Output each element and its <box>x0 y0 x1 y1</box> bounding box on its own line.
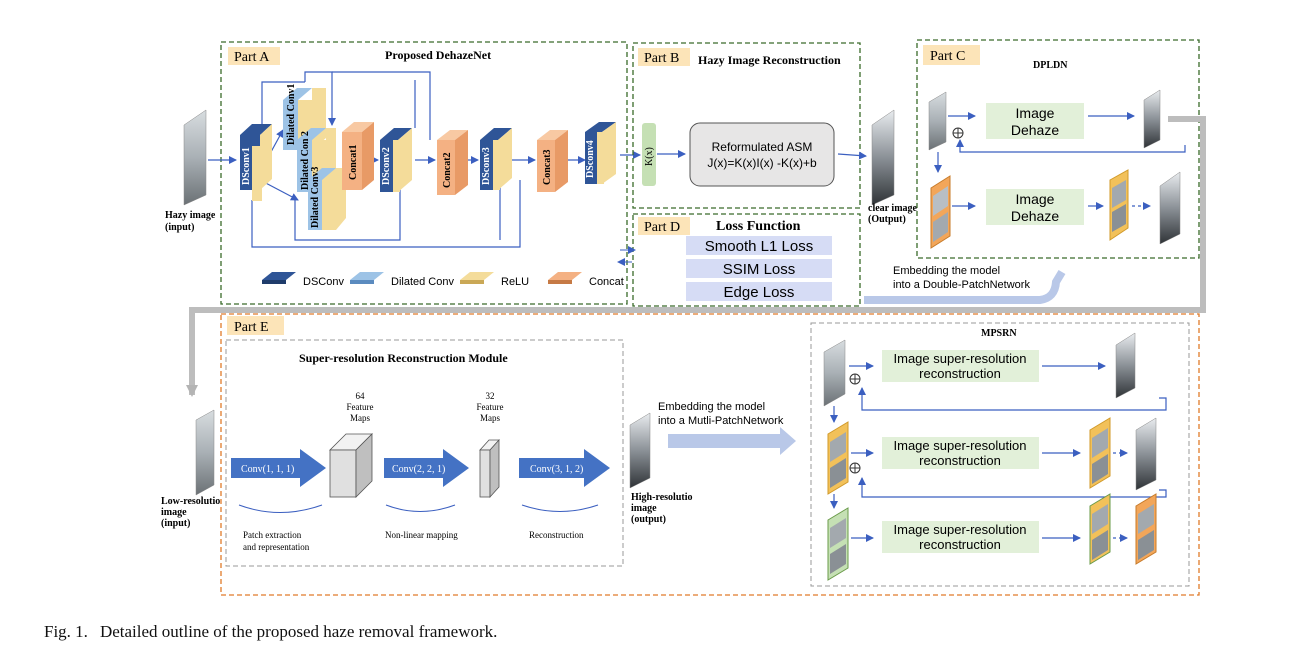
part-c: Part C DPLDN Image Dehaze Image Dehaze <box>916 39 1200 259</box>
maps2-feature: Feature <box>477 402 504 412</box>
kx-label: K(x) <box>644 147 655 166</box>
loss-edge: Edge Loss <box>724 284 795 301</box>
dehaze1-line2: Dehaze <box>1011 122 1059 138</box>
embedding-double: Embedding the model into a Double-PatchN… <box>864 265 1066 304</box>
legend-dilated: Dilated Conv <box>391 276 454 288</box>
legend-concat: Concat <box>589 276 624 288</box>
mpsrn-title: MPSRN <box>981 328 1017 339</box>
dsconv3-block: DSconv3 <box>480 128 512 190</box>
part-d-title: Loss Function <box>716 219 801 234</box>
dsconv2-block: DSconv2 <box>380 128 412 192</box>
maps2-maps: Maps <box>480 413 500 423</box>
stage1-line1: Patch extraction <box>243 530 302 540</box>
maps2-count: 32 <box>486 391 495 401</box>
hazy-input: Hazy image (input) <box>165 109 216 233</box>
figure-label: Fig. 1. <box>44 622 88 641</box>
dilated-conv3-label: Dilated Conv3 <box>310 167 321 228</box>
clear-label-2: (Output) <box>868 214 906 225</box>
dehaze2-line2: Dehaze <box>1011 208 1059 224</box>
concat3-label: Concat3 <box>542 149 553 185</box>
dilated-conv2-block: Dilated Con 2 <box>297 128 336 192</box>
part-c-title: DPLDN <box>1033 60 1068 71</box>
legend: DSConv Dilated Conv ReLU Concat <box>262 272 624 288</box>
stage1-line2: and representation <box>243 542 310 552</box>
clear-output: clear image (Output) <box>868 109 918 225</box>
hazy-label-1: Hazy image <box>165 210 216 221</box>
part-b-title: Hazy Image Reconstruction <box>698 53 841 67</box>
dilated-conv2-label: Dilated Con 2 <box>300 131 311 190</box>
maps1-feature: Feature <box>347 402 374 412</box>
sr3-line1: Image super-resolution <box>894 522 1027 537</box>
dsconv4-label: DSconv4 <box>585 140 596 178</box>
part-d-tag: Part D <box>644 220 680 235</box>
dsconv3-label: DSconv3 <box>481 147 492 185</box>
embedding-multi-line1: Embedding the model <box>658 401 765 413</box>
concat1-label: Concat1 <box>348 144 359 180</box>
legend-relu: ReLU <box>501 276 529 288</box>
part-d: Part D Loss Function Smooth L1 Loss SSIM… <box>617 213 861 307</box>
dsconv2-label: DSconv2 <box>381 147 392 185</box>
concat1-block: Concat1 <box>342 122 374 190</box>
part-e: Part E Super-resolution Reconstruction M… <box>220 313 1200 596</box>
highres-output: High-resolutio image (output) <box>629 412 692 525</box>
concat3-block: Concat3 <box>537 130 568 192</box>
part-a-title: Proposed DehazeNet <box>385 48 491 62</box>
dsconv4-block: DSconv4 <box>585 122 616 184</box>
part-a-tag: Part A <box>234 50 270 65</box>
highres-label-2: image <box>631 503 657 514</box>
sr3-line2: reconstruction <box>919 537 1001 552</box>
grey-connector <box>186 116 1206 397</box>
dehaze1-line1: Image <box>1016 105 1055 121</box>
sr2-line2: reconstruction <box>919 453 1001 468</box>
part-c-tag: Part C <box>930 49 965 64</box>
dsconv1-block: DSconv1 <box>240 124 272 201</box>
highres-label-3: (output) <box>631 514 666 525</box>
clear-label-1: clear image <box>868 203 918 214</box>
sr1-line1: Image super-resolution <box>894 351 1027 366</box>
embedding-double-line2: into a Double-PatchNetwork <box>893 279 1030 291</box>
figure-caption-text: Detailed outline of the proposed haze re… <box>99 622 498 641</box>
embedding-double-line1: Embedding the model <box>893 265 1000 277</box>
asm-line-2: J(x)=K(x)I(x) -K(x)+b <box>707 156 817 170</box>
sr-module-title: Super-resolution Reconstruction Module <box>299 351 508 365</box>
dehaze2-line1: Image <box>1016 191 1055 207</box>
hazy-label-2: (input) <box>165 222 194 233</box>
lowres-label-1: Low-resolutio <box>161 496 220 507</box>
highres-label-1: High-resolutio <box>631 492 692 503</box>
dehazenet-connections <box>208 71 641 248</box>
lowres-label-3: (input) <box>161 518 190 529</box>
legend-dsconv: DSConv <box>303 276 344 288</box>
loss-ssim: SSIM Loss <box>723 261 796 278</box>
stage2-label: Non-linear mapping <box>385 530 458 540</box>
asm-line-1: Reformulated ASM <box>712 140 813 154</box>
conv2-label: Conv(2, 2, 1) <box>392 464 445 475</box>
lowres-input: Low-resolutio image (input) <box>161 409 220 529</box>
part-b: Part B Hazy Image Reconstruction K(x) Re… <box>632 42 867 209</box>
stage3-label: Reconstruction <box>529 530 584 540</box>
figure-caption: Fig. 1. Detailed outline of the proposed … <box>44 622 497 642</box>
sr1-line2: reconstruction <box>919 366 1001 381</box>
lowres-label-2: image <box>161 507 187 518</box>
part-e-tag: Part E <box>234 320 269 335</box>
maps1-maps: Maps <box>350 413 370 423</box>
concat2-block: Concat2 <box>437 130 468 195</box>
dsconv1-label: DSconv1 <box>241 147 252 185</box>
embedding-multi-line2: into a Mutli-PatchNetwork <box>658 415 784 427</box>
conv3-label: Conv(3, 1, 2) <box>530 464 583 475</box>
conv1-label: Conv(1, 1, 1) <box>241 464 294 475</box>
maps1-count: 64 <box>356 391 366 401</box>
sr2-line1: Image super-resolution <box>894 438 1027 453</box>
part-a: Part A Proposed DehazeNet <box>208 41 641 305</box>
dilated-conv1-label: Dilated Conv1 <box>286 84 297 145</box>
concat2-label: Concat2 <box>442 152 453 188</box>
part-b-tag: Part B <box>644 51 679 66</box>
loss-smooth-l1: Smooth L1 Loss <box>705 238 813 255</box>
